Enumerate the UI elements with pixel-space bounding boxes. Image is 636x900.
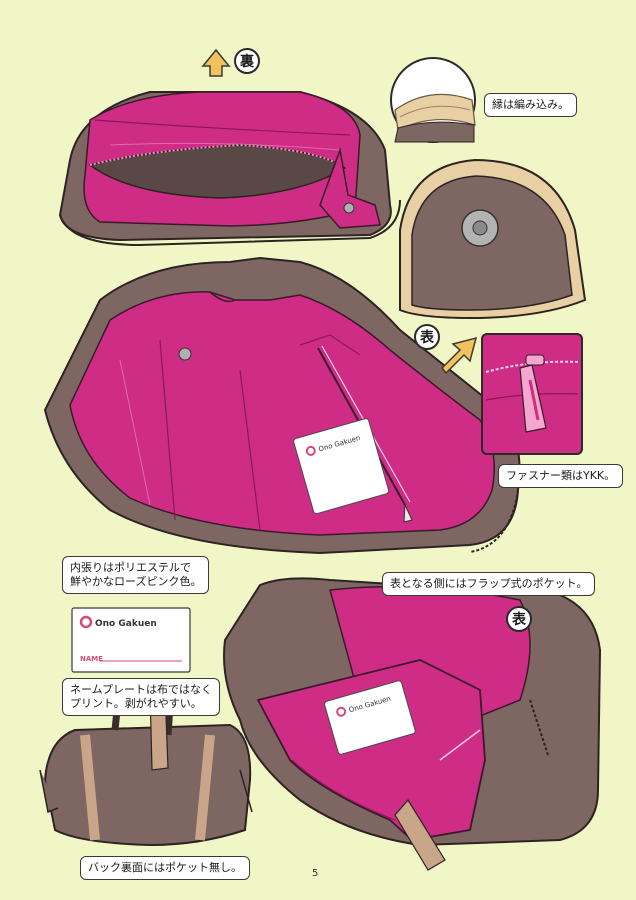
zipper-pull-icon bbox=[403, 504, 413, 523]
up-arrow-icon bbox=[201, 48, 231, 77]
edge-callout: 縁は編み込み。 bbox=[484, 93, 577, 117]
page-number: 5 bbox=[312, 868, 319, 879]
nameplate-callout-line-2: プリント。剥がれやすい。 bbox=[70, 697, 202, 710]
nameplate-callout-line-1: ネームプレートは布ではなく bbox=[70, 683, 213, 696]
no-back-pocket-callout-text: バック裏面にはポケット無し。 bbox=[88, 861, 242, 874]
no-back-pocket-callout: バック裏面にはポケット無し。 bbox=[80, 856, 250, 880]
nameplate-name-label: NAME bbox=[80, 655, 103, 663]
snap-button-icon bbox=[178, 347, 192, 361]
lining-callout-line-1: 内張りはポリエステルで bbox=[70, 561, 191, 574]
back-closed-bag bbox=[39, 686, 253, 847]
edge-callout-text: 縁は編み込み。 bbox=[492, 98, 569, 111]
knit-edge-detail bbox=[390, 57, 476, 143]
front-side-badge-top: 表 bbox=[414, 324, 440, 350]
zipper-callout-text: ファスナー類はYKK。 bbox=[506, 469, 616, 482]
back-side-badge: 裏 bbox=[234, 48, 260, 74]
back-view-bag bbox=[58, 91, 401, 247]
main-open-bag bbox=[43, 256, 521, 555]
inner-nameplate: Ono Gakuen bbox=[293, 418, 390, 515]
pocket-nameplate: Ono Gakuen bbox=[324, 680, 416, 755]
lining-callout-line-2: 鮮やかなローズピンク色。 bbox=[70, 575, 202, 588]
nameplate-card: Ono Gakuen NAME bbox=[71, 607, 191, 673]
front-side-badge-bottom: 表 bbox=[506, 606, 532, 632]
snap-flap-detail bbox=[399, 158, 587, 320]
lining-callout: 内張りはポリエステルで 鮮やかなローズピンク色。 bbox=[62, 556, 210, 594]
nameplate-callout: ネームプレートは布ではなく プリント。剥がれやすい。 bbox=[62, 678, 221, 716]
flap-pocket-callout-text: 表となる側にはフラップ式のポケット。 bbox=[390, 577, 588, 590]
snap-button-icon bbox=[343, 202, 355, 214]
zipper-pull-icon bbox=[519, 354, 547, 433]
flap-pocket-callout: 表となる側にはフラップ式のポケット。 bbox=[382, 572, 596, 596]
zipper-detail bbox=[481, 333, 583, 455]
school-logo-icon bbox=[79, 615, 93, 629]
zipper-callout: ファスナー類はYKK。 bbox=[498, 464, 624, 488]
diagonal-arrow-icon bbox=[440, 336, 478, 375]
front-pocket-bag bbox=[223, 577, 602, 871]
nameplate-school-text: Ono Gakuen bbox=[95, 619, 157, 629]
